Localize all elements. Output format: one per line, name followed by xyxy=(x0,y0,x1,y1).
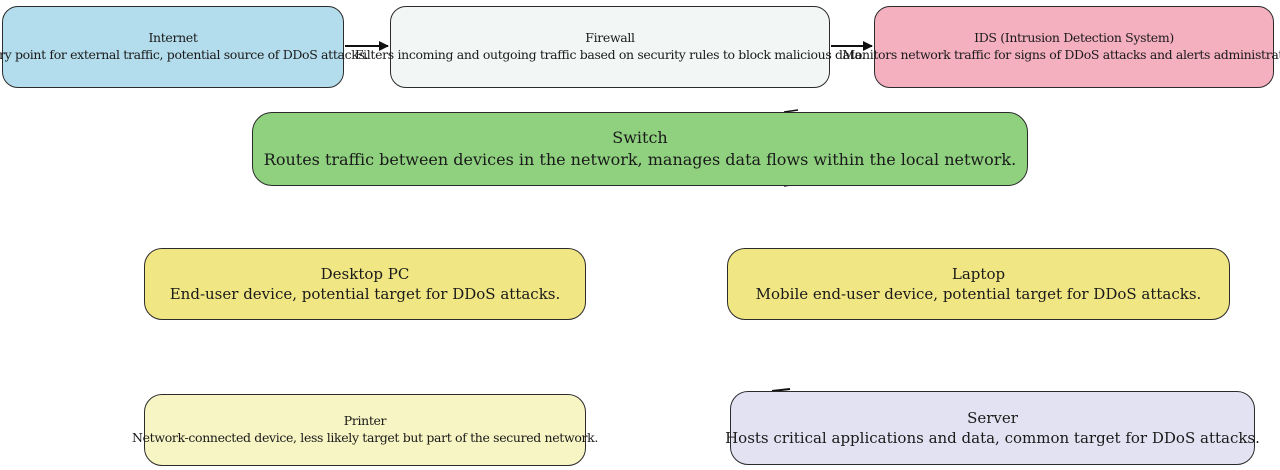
switch-title: Switch xyxy=(612,128,668,148)
switch-node: Switch Routes traffic between devices in… xyxy=(252,112,1028,186)
server-description: Hosts critical applications and data, co… xyxy=(725,429,1260,447)
ids-description: Monitors network traffic for signs of DD… xyxy=(842,47,1280,62)
internet-title: Internet xyxy=(148,30,198,46)
laptop-title: Laptop xyxy=(951,264,1006,283)
laptop-node: Laptop Mobile end-user device, potential… xyxy=(727,248,1230,320)
desktop-pc-node: Desktop PC End-user device, potential ta… xyxy=(144,248,586,320)
desktop-pc-title: Desktop PC xyxy=(320,264,410,283)
firewall-title: Firewall xyxy=(585,30,635,46)
internet-description: Entry point for external traffic, potent… xyxy=(0,47,369,62)
desktop-pc-description: End-user device, potential target for DD… xyxy=(169,285,561,303)
server-title: Server xyxy=(967,408,1018,427)
server-node: Server Hosts critical applications and d… xyxy=(725,391,1260,465)
printer-node: Printer Network-connected device, less l… xyxy=(132,394,598,466)
laptop-description: Mobile end-user device, potential target… xyxy=(755,285,1202,303)
firewall-description: Filters incoming and outgoing traffic ba… xyxy=(354,47,866,62)
firewall-node: Firewall Filters incoming and outgoing t… xyxy=(355,6,866,88)
ids-title: IDS (Intrusion Detection System) xyxy=(974,30,1174,46)
internet-node: Internet Entry point for external traffi… xyxy=(0,6,369,88)
switch-description: Routes traffic between devices in the ne… xyxy=(263,150,1017,169)
ids-node: IDS (Intrusion Detection System) Monitor… xyxy=(842,6,1280,88)
printer-description: Network-connected device, less likely ta… xyxy=(132,430,598,445)
printer-title: Printer xyxy=(343,413,387,429)
